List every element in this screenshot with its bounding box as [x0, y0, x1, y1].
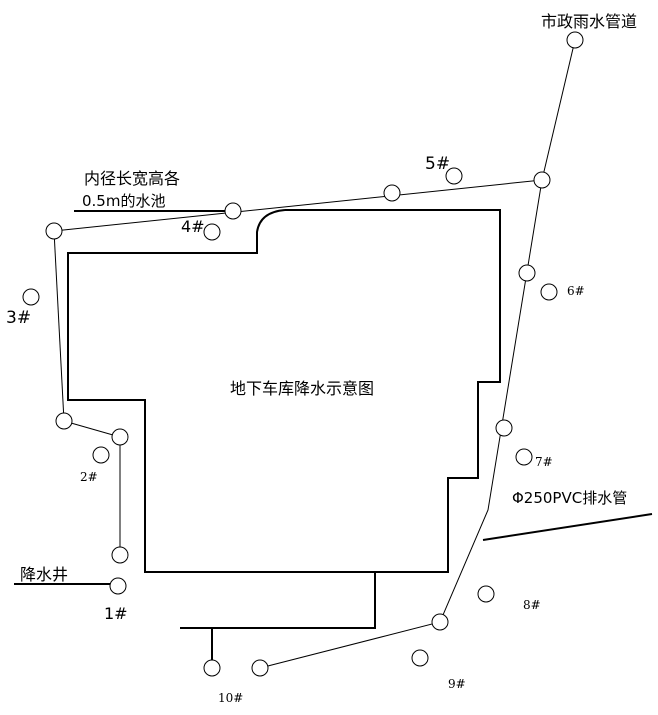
well-label-5: 5#	[425, 154, 450, 174]
well-node	[383, 184, 401, 202]
pvc-pipe-label: Φ250PVC排水管	[512, 489, 627, 507]
well-node	[203, 659, 221, 677]
well-node	[109, 577, 127, 595]
well-label-10: 10#	[218, 691, 243, 705]
wells	[22, 31, 584, 677]
well-node	[111, 428, 129, 446]
well-node	[411, 649, 429, 667]
well-node	[515, 448, 533, 466]
pool-label-line2: 0.5m的水池	[82, 192, 165, 210]
well-node	[111, 546, 129, 564]
well-node	[224, 202, 242, 220]
well-node	[495, 419, 513, 437]
dewatering-well-label: 降水井	[20, 565, 68, 584]
well-node	[540, 283, 558, 301]
garage-outline	[67, 209, 501, 668]
well-node	[431, 613, 449, 631]
well-node	[533, 171, 551, 189]
well-label-6: 6#	[567, 284, 585, 298]
well-node	[55, 412, 73, 430]
well-label-4: 4#	[181, 217, 205, 236]
well-label-2: 2#	[80, 470, 98, 484]
well-node	[566, 31, 584, 49]
well-node	[92, 446, 110, 464]
well-node	[22, 288, 40, 306]
pool-label-line1: 内径长宽高各	[84, 169, 180, 188]
well-label-8: 8#	[523, 598, 541, 612]
well-node	[45, 222, 63, 240]
rain-pipe-label: 市政雨水管道	[541, 12, 637, 31]
well-node	[203, 223, 221, 241]
well-node	[518, 264, 536, 282]
well-node	[445, 167, 463, 185]
diagram-title: 地下车库降水示意图	[230, 379, 374, 398]
well-label-7: 7#	[535, 455, 553, 469]
well-label-9: 9#	[448, 677, 466, 691]
well-node	[251, 659, 269, 677]
well-node	[477, 585, 495, 603]
callout-leaders	[14, 210, 653, 585]
well-label-1: 1#	[104, 604, 128, 623]
drain-pipe-network	[53, 39, 576, 669]
well-label-3: 3#	[6, 308, 31, 328]
